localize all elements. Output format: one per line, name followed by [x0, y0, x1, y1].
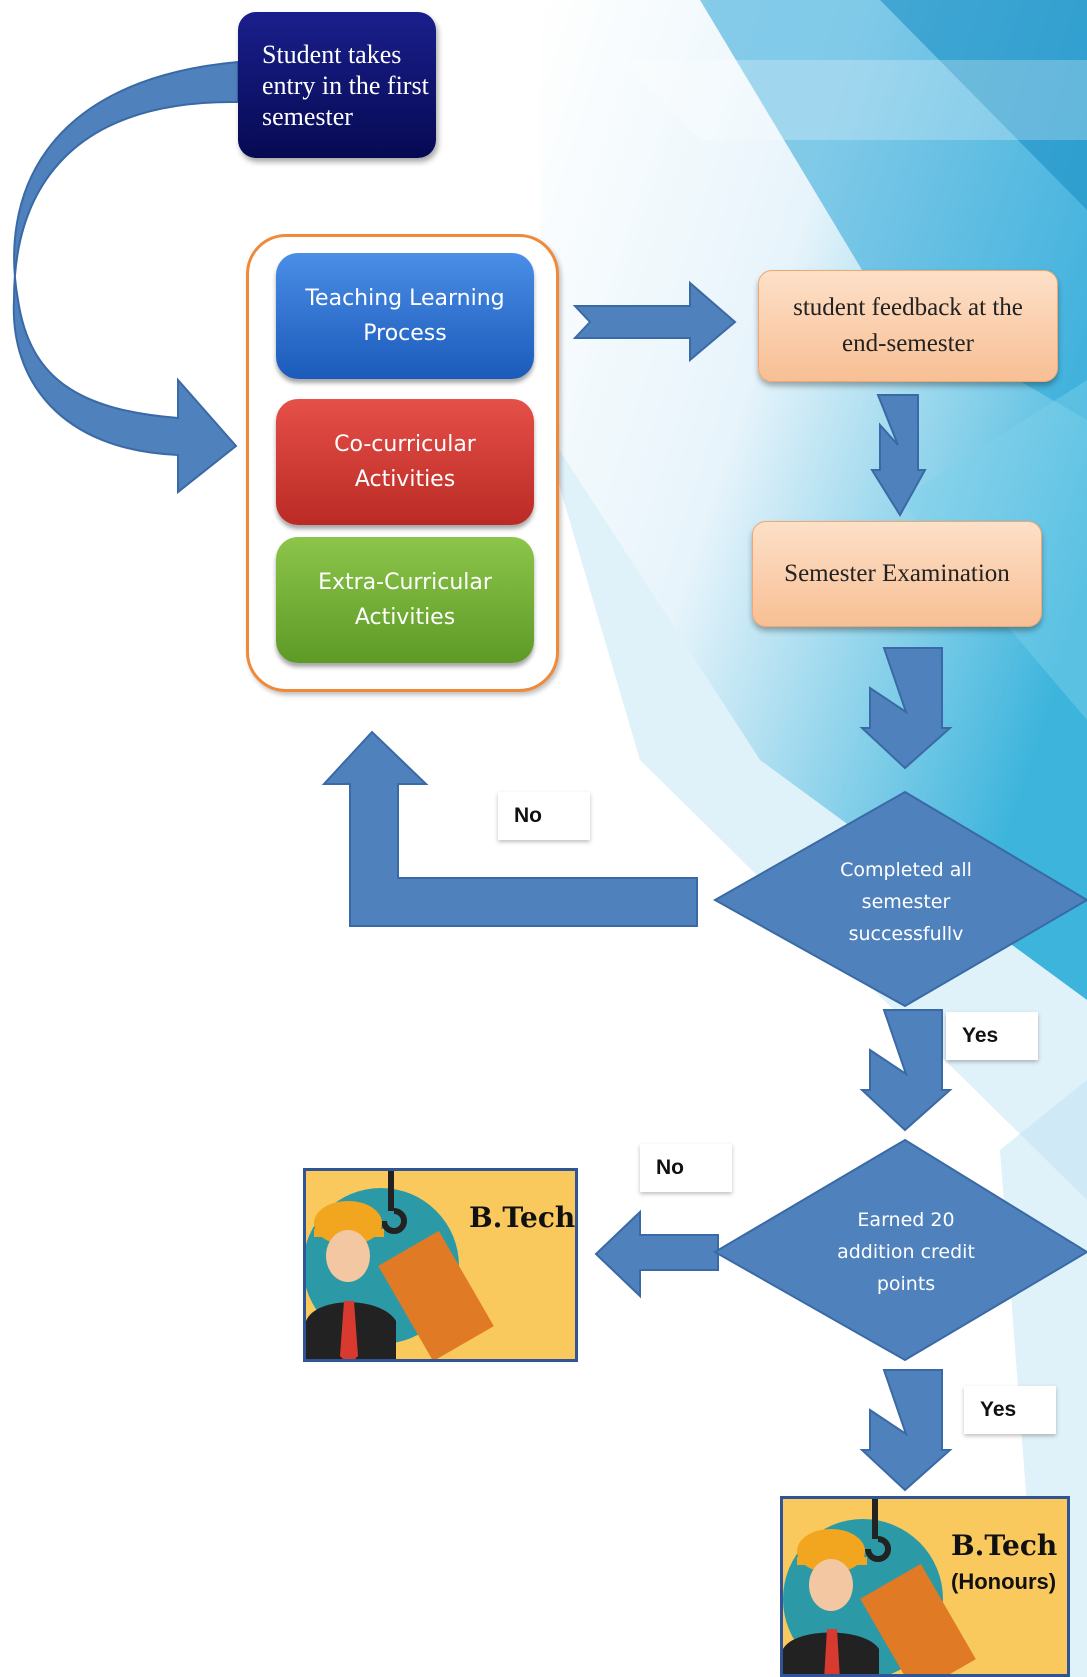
engineer-illustration [306, 1171, 494, 1359]
right-arrow-feedback [572, 280, 737, 363]
start-text: Student takes entry in the first semeste… [262, 39, 429, 131]
feedback-text: student feedback at the end-semester [793, 294, 1023, 357]
down-arrow-exam [870, 394, 927, 517]
decision-1-text: Completed all semester successfullv [840, 859, 972, 945]
extra-curricular-label: Extra-Curricular Activities [318, 570, 492, 630]
co-curricular-label: Co-curricular Activities [334, 432, 476, 492]
teaching-learning-box: Teaching Learning Process [276, 253, 534, 379]
exam-box: Semester Examination [752, 521, 1042, 627]
no-label-2: No [640, 1144, 732, 1192]
no-loop-arrow [321, 730, 698, 927]
btech-honours-title: B.Tech [951, 1529, 1058, 1562]
exam-text: Semester Examination [784, 560, 1010, 587]
decision-diamond-1 [712, 790, 1087, 1008]
left-arrow-btech [594, 1209, 719, 1299]
no-label-1: No [498, 792, 590, 840]
decision-2-text: Earned 20 addition credit points [837, 1209, 975, 1295]
down-arrow-decision2 [859, 1009, 953, 1132]
loop-arrow [12, 60, 239, 495]
yes-label-1: Yes [946, 1012, 1038, 1060]
co-curricular-box: Co-curricular Activities [276, 399, 534, 525]
btech-honours-subtitle: (Honours) [951, 1569, 1057, 1594]
btech-card: B.Tech [303, 1168, 578, 1362]
engineer-honours-illustration [783, 1499, 976, 1674]
decision-diamond-2 [713, 1138, 1087, 1362]
down-arrow-honours [859, 1369, 953, 1492]
down-arrow-decision1 [859, 647, 953, 770]
feedback-box: student feedback at the end-semester [758, 270, 1058, 382]
extra-curricular-box: Extra-Curricular Activities [276, 537, 534, 663]
btech-honours-card: B.Tech (Honours) [780, 1496, 1070, 1677]
teaching-learning-label: Teaching Learning Process [305, 286, 505, 346]
start-box: Student takes entry in the first semeste… [238, 12, 436, 158]
yes-label-2: Yes [964, 1386, 1056, 1434]
btech-title: B.Tech [469, 1201, 576, 1234]
